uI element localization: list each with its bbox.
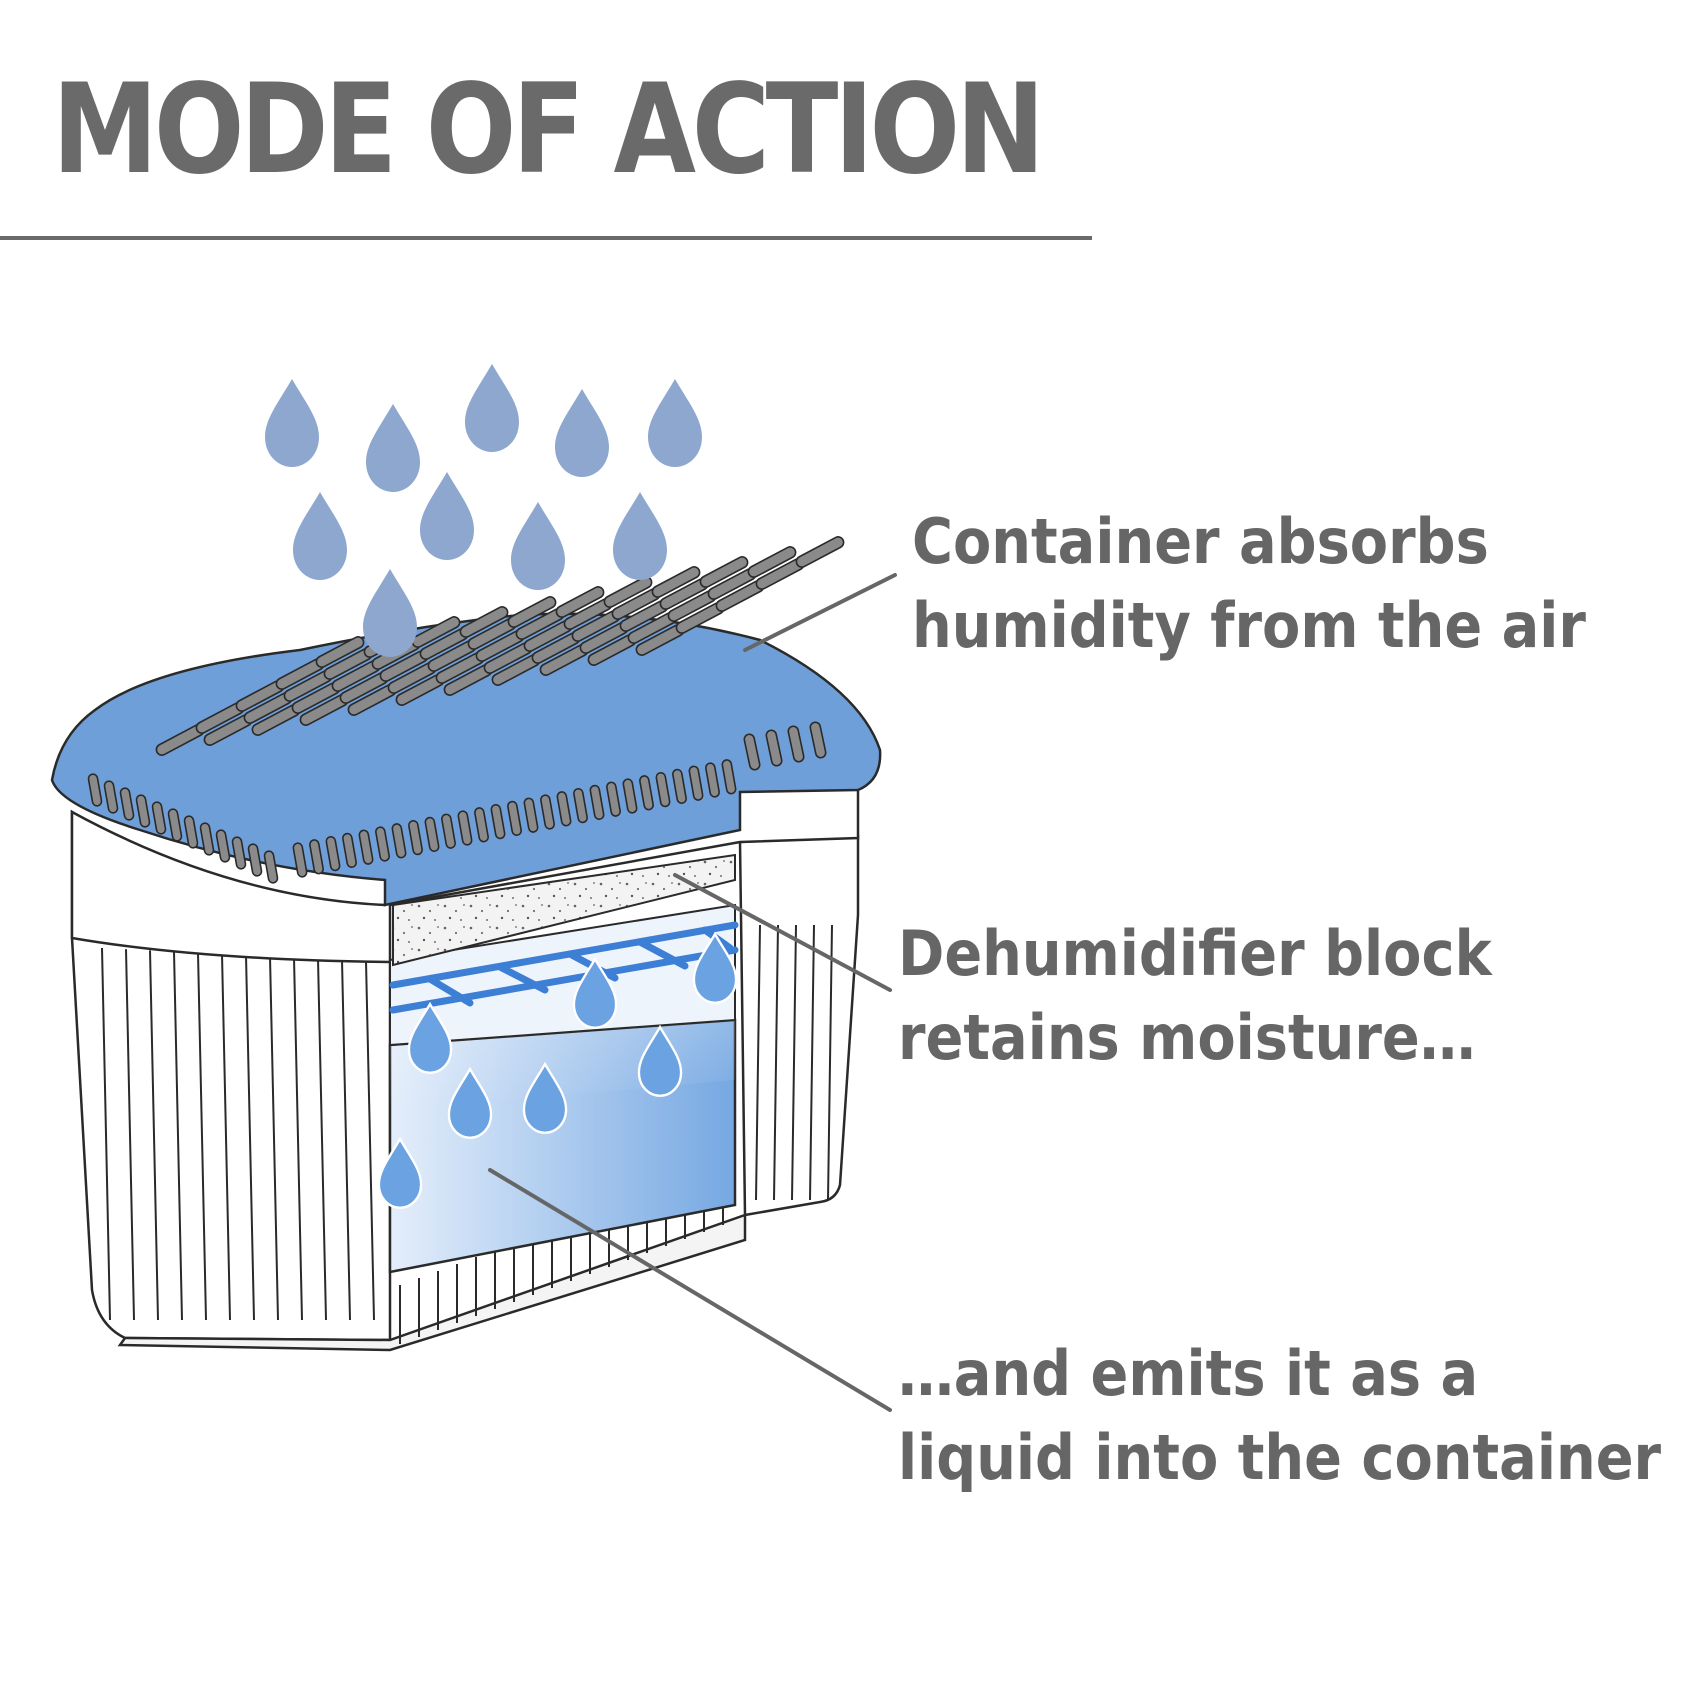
label-retain-line-1: Dehumidifier block	[898, 917, 1492, 990]
lid-vent-slot	[408, 819, 423, 856]
label-retain: Dehumidifier block retains moisture…	[898, 912, 1492, 1080]
water-droplet-icon	[363, 569, 417, 657]
water-droplet-icon	[420, 472, 474, 560]
lid-vent-slot	[555, 586, 605, 618]
lid-vent-slot	[411, 616, 461, 648]
lid-vent-slot	[358, 829, 374, 865]
lid-vent-slot	[699, 556, 749, 588]
lid-vent-slot	[103, 780, 119, 814]
lid-vent-slot	[747, 546, 797, 578]
label-absorb-line-1: Container absorbs	[912, 505, 1489, 578]
lid-vent-slot	[263, 850, 279, 884]
lid-vent-slot	[375, 826, 390, 862]
lid-vent-slot	[606, 781, 621, 817]
lid-vent-slot	[292, 842, 308, 878]
water-droplet-icon	[465, 364, 519, 452]
water-droplet-icon	[293, 492, 347, 580]
label-absorb: Container absorbs humidity from the air	[912, 500, 1586, 668]
lid-vent-slot	[391, 823, 407, 859]
lid-vent-slot	[167, 808, 183, 842]
lid-vent-slot	[787, 725, 805, 763]
lid-vent-slot	[474, 807, 489, 843]
lid-vent-slot	[622, 778, 638, 814]
lid-vent-slot	[119, 787, 135, 821]
lid-vent-slot	[589, 784, 605, 821]
lid-vent-slot	[721, 759, 737, 795]
label-absorb-line-2: humidity from the air	[912, 589, 1586, 662]
page-title: MODE OF ACTION	[52, 58, 1045, 202]
water-droplet-icon	[555, 389, 609, 477]
pointer-emit	[488, 1168, 892, 1412]
lid-vent-slot	[183, 815, 199, 849]
lid-vent-slot	[556, 791, 572, 827]
lid-vent-slot	[441, 813, 456, 849]
lid-vent-slot	[424, 816, 440, 853]
lid-vent-slot	[603, 576, 653, 608]
lid-vent-slot	[651, 566, 701, 598]
lid-vent-slot	[765, 729, 783, 767]
lid-vent-slot	[743, 733, 761, 771]
lid-vent-slot	[490, 803, 506, 840]
container-ribs-right	[755, 924, 833, 1201]
lid-vent-slot	[795, 536, 845, 568]
lid-vent-slot	[135, 794, 151, 828]
label-emit: …and emits it as a liquid into the conta…	[898, 1332, 1661, 1500]
title-underline	[0, 236, 1092, 240]
lid-vent-slot	[639, 775, 654, 811]
pointer-lines	[488, 573, 897, 1412]
lid-vent-slot	[342, 832, 357, 869]
lid-vent-slot	[688, 765, 704, 801]
lid-vent-slot	[315, 636, 365, 668]
water-droplet-icon	[366, 404, 420, 492]
lid-vent-slot	[809, 721, 827, 759]
lid-vent-slot	[247, 843, 263, 877]
lid-vent-slot	[507, 596, 557, 628]
lid-vent-slot	[151, 801, 167, 835]
water-droplet-icon	[511, 502, 565, 590]
lid-vent-slot	[507, 800, 522, 837]
lid-vent-slot	[705, 762, 720, 798]
lid-vent-slot	[309, 839, 324, 875]
lid-vent-slot	[523, 797, 539, 833]
lid-vent-slot	[199, 822, 215, 856]
water-droplet-icon	[613, 492, 667, 580]
lid-vent-slot	[231, 836, 247, 870]
pointer-absorb	[743, 573, 897, 652]
lid-vent-slot	[87, 773, 103, 807]
container-ribs-left	[101, 947, 375, 1321]
water-droplet-icon	[648, 379, 702, 467]
lid-vent-slot	[457, 810, 473, 846]
label-emit-line-2: liquid into the container	[898, 1421, 1662, 1494]
lid-vent-slot	[672, 768, 687, 805]
lid-vent-slot	[573, 787, 588, 824]
pointer-retain	[673, 873, 892, 992]
water-droplet-icon	[265, 379, 319, 467]
lid-vent-slot	[540, 794, 555, 830]
label-retain-line-2: retains moisture…	[898, 1001, 1476, 1074]
label-emit-line-1: …and emits it as a	[898, 1337, 1479, 1410]
container-lid	[50, 536, 882, 907]
lid-vent-slot	[325, 835, 341, 872]
lid-vent-slot	[215, 829, 231, 863]
lid-vent-slot	[459, 606, 509, 638]
lid-vent-slot	[655, 771, 671, 808]
cutaway-interior	[377, 853, 739, 1274]
